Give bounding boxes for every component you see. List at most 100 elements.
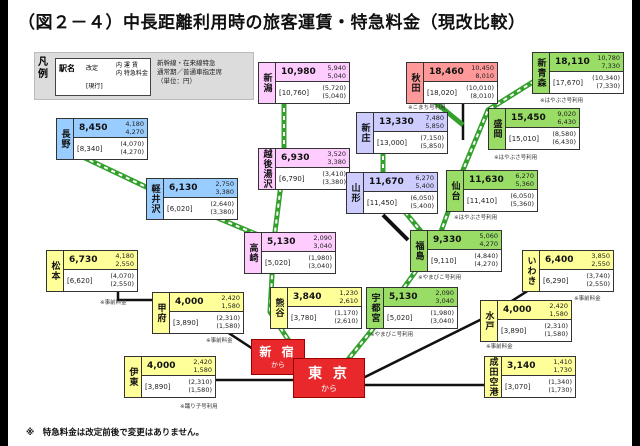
revised-row: 18,460	[424, 63, 497, 82]
current-breakdown: (2,310)(1,580)	[216, 314, 240, 330]
revised-express: 3,380	[215, 188, 234, 196]
revised-row: 9,330	[428, 231, 501, 250]
current-fare: (4,070)	[120, 140, 144, 148]
current-fare: (1,980)	[430, 309, 454, 317]
revised-express: 1,730	[553, 366, 572, 374]
revised-total: 8,450	[79, 123, 108, 133]
current-fare: (5,720)	[322, 84, 346, 92]
station-note: ※はやぶさ号利用	[494, 155, 538, 161]
current-breakdown: (1,980)(3,040)	[430, 309, 454, 325]
legend-note-line: 通常期／普通車指定席	[157, 68, 222, 76]
current-breakdown: (6,050)(5,400)	[410, 194, 434, 210]
legend-revised: 改定	[86, 65, 99, 72]
revised-row: 6,930	[276, 149, 349, 168]
legend-station: 駅名	[59, 64, 75, 73]
station-note: ※事前料金	[486, 344, 513, 350]
current-total: [5,020]	[387, 314, 413, 322]
revised-row: 5,130	[262, 233, 335, 252]
current-express: (5,360)	[510, 200, 534, 208]
diagram-canvas: （図２－４）中長距離利用時の旅客運賃・特急料金（現改比較） 凡例	[8, 0, 632, 446]
current-express: (2,610)	[334, 317, 358, 325]
current-total: [11,410]	[467, 197, 497, 205]
current-express: (5,400)	[410, 202, 434, 210]
current-express: (5,850)	[420, 142, 444, 150]
current-express: (3,380)	[322, 178, 346, 186]
station-name: 軽井沢	[147, 179, 164, 219]
revised-row: 18,110	[550, 53, 623, 72]
current-express: (3,040)	[430, 317, 454, 325]
revised-total: 11,670	[369, 177, 404, 187]
current-breakdown: (1,170)(2,610)	[334, 309, 358, 325]
current-breakdown: (3,740)(2,550)	[586, 272, 610, 288]
revised-total: 3,140	[507, 361, 536, 371]
revised-total: 9,330	[433, 235, 462, 245]
current-breakdown: (8,580)(6,430)	[552, 130, 576, 146]
revised-express: 3,380	[327, 158, 346, 166]
revised-fare: 2,420	[193, 358, 212, 366]
current-fare: (8,580)	[552, 130, 576, 138]
legend-note: 新幹線・在来線特急 通常期／普通車指定席 （単位：円）	[157, 59, 222, 86]
hub-from: から	[271, 361, 285, 369]
current-fare: (1,340)	[548, 378, 572, 386]
revised-express: 5,040	[327, 72, 346, 80]
revised-total: 11,630	[469, 175, 504, 185]
revised-express: 1,580	[221, 302, 240, 310]
current-express: (1,730)	[548, 386, 572, 394]
tokyo-hub[interactable]: 東 京 から	[293, 358, 365, 398]
current-express: (1,580)	[544, 330, 568, 338]
current-express: (1,580)	[216, 322, 240, 330]
legend: 凡例 駅名 改定 内 運 賃 内 特急料金 [現行] 新幹線・在来線特急 通常期…	[34, 52, 254, 100]
current-express: (3,380)	[210, 208, 234, 216]
revised-row: 11,630	[464, 171, 537, 190]
current-fare: (2,640)	[210, 200, 234, 208]
revised-total: 4,000	[175, 297, 204, 307]
current-total: [15,010]	[509, 135, 539, 143]
station-name: 水戸	[481, 301, 498, 341]
current-breakdown: (7,150)(5,850)	[420, 134, 444, 150]
revised-express: 5,850	[425, 122, 444, 130]
current-breakdown: (10,340)(7,330)	[592, 74, 620, 90]
revised-row: 15,450	[506, 109, 579, 128]
current-breakdown: (4,840)(4,270)	[474, 252, 498, 268]
revised-row: 10,980	[276, 63, 349, 82]
revised-row: 8,450	[74, 119, 147, 138]
revised-total: 6,130	[169, 183, 198, 193]
current-total: [3,890]	[173, 319, 199, 327]
revised-express: 8,010	[475, 72, 494, 80]
revised-fare: 9,020	[557, 110, 576, 118]
legend-fare: 内 運 賃	[116, 62, 138, 69]
current-total: [13,000]	[377, 139, 407, 147]
current-fare: (4,070)	[110, 272, 134, 280]
revised-total: 5,130	[267, 237, 296, 247]
revised-fare: 5,940	[327, 64, 346, 72]
current-express: (1,580)	[188, 386, 212, 394]
station-name: 新青森	[533, 53, 550, 93]
